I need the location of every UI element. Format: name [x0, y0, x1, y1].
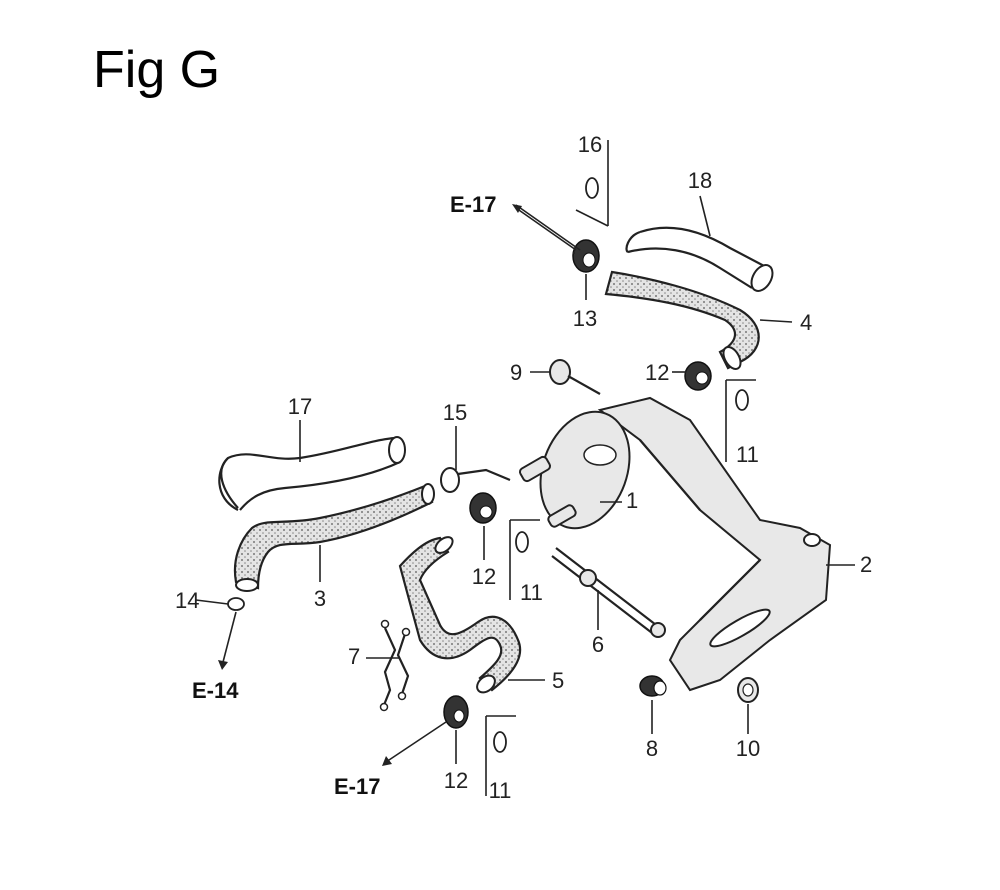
label-11-right: 11: [736, 442, 759, 467]
label-12-top: 12: [645, 360, 669, 385]
label-11-middle: 11: [520, 580, 543, 605]
hose-5: [398, 536, 522, 694]
clip-7: [379, 619, 411, 712]
clip-15: [440, 467, 511, 493]
label-2: 2: [860, 552, 872, 577]
ref-e14: E-14: [192, 678, 239, 703]
bolt-9: [549, 359, 601, 395]
rod-6: [551, 547, 666, 638]
leader-lines: [195, 195, 855, 764]
ref-e17-bottom: E-17: [334, 774, 380, 799]
label-10: 10: [736, 736, 760, 761]
nut-8: [639, 675, 667, 697]
reservoir-1: [518, 410, 631, 530]
label-12-middle: 12: [472, 564, 496, 589]
clamp-12-middle: [469, 492, 497, 524]
label-11-bottom: 11: [489, 778, 512, 803]
tank-bracket-2: [597, 396, 832, 692]
label-14: 14: [175, 588, 199, 613]
arrow-e17-bottom: [382, 756, 392, 766]
label-16: 16: [578, 132, 602, 157]
label-4: 4: [800, 310, 812, 335]
label-6: 6: [592, 632, 604, 657]
arrow-e14: [218, 660, 228, 670]
label-8: 8: [646, 736, 658, 761]
label-15: 15: [443, 400, 467, 425]
clamp-12-top: [684, 361, 712, 391]
fitting-14: [227, 597, 245, 611]
clip-11-bottom: [485, 715, 516, 796]
hose-18: [625, 226, 774, 292]
label-9: 9: [510, 360, 522, 385]
hose-4: [604, 270, 760, 370]
arrow-e17-top: [512, 204, 577, 251]
clamp-12-bottom: [443, 695, 469, 729]
label-18: 18: [688, 168, 712, 193]
clip-16: [575, 140, 609, 227]
label-7: 7: [348, 644, 360, 669]
clamp-13: [572, 239, 600, 273]
clip-11-middle: [509, 519, 540, 600]
label-1: 1: [626, 488, 638, 513]
label-17: 17: [288, 394, 312, 419]
ref-e17-top: E-17: [450, 192, 496, 217]
clip-11-right: [725, 379, 756, 462]
nut-10: [737, 677, 759, 703]
label-5: 5: [552, 668, 564, 693]
label-13: 13: [573, 306, 597, 331]
label-12-bottom: 12: [444, 768, 468, 793]
figure-title: Fig G: [93, 41, 221, 99]
hose-3: [233, 483, 435, 592]
hose-17: [218, 436, 406, 511]
label-3: 3: [314, 586, 326, 611]
